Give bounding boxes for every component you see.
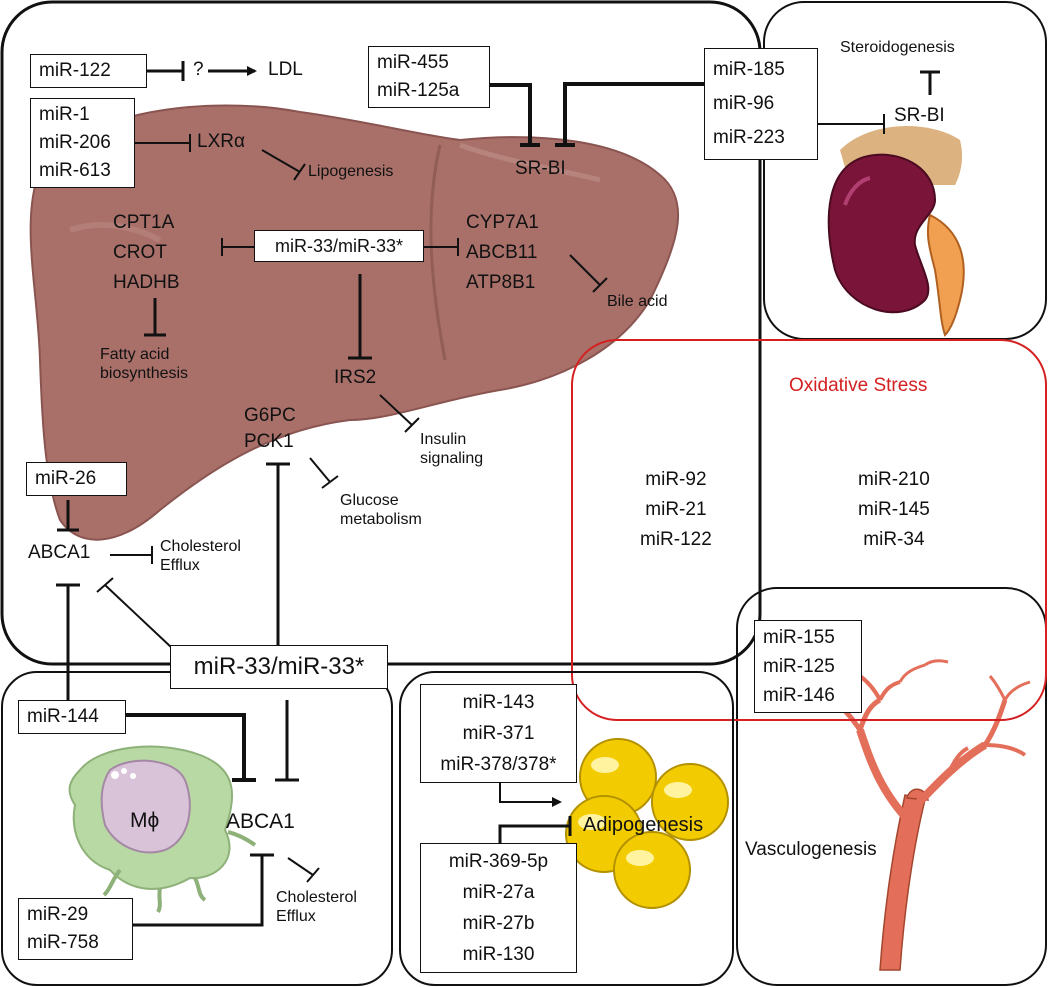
mir145-label: miR-145 [858, 499, 930, 520]
mir223-label: miR-223 [713, 127, 785, 148]
lipogenesis-label: Lipogenesis [308, 163, 394, 180]
gluconeogenesis-genes: G6PC PCK1 [244, 403, 296, 455]
cholesterol-efflux-liver-label: Cholesterol Efflux [160, 537, 241, 575]
mir33-center-label: miR-33/miR-33* [274, 236, 404, 256]
mir144-box: miR-144 [18, 700, 126, 734]
mir206-label: miR-206 [39, 132, 111, 153]
mir143-label: miR-143 [462, 692, 535, 713]
mir369-label: miR-369-5p [448, 851, 549, 872]
mir455-label: miR-455 [377, 52, 449, 73]
cholesterol-efflux-macrophage-label: Cholesterol Efflux [276, 888, 357, 926]
mir155-label: miR-155 [763, 627, 835, 648]
mir122-box: miR-122 [30, 54, 147, 88]
mir378-label: miR-378/378* [440, 754, 557, 775]
unknown-target-label: ? [193, 59, 204, 80]
vessel-panel-border [736, 587, 1047, 986]
glucose-line1: Glucose [340, 492, 399, 509]
irs2-label: IRS2 [334, 367, 377, 388]
cholesterol-liver-line1: Cholesterol [160, 538, 241, 555]
mir96-label: miR-96 [713, 93, 775, 114]
oxidative-stress-border [571, 339, 1047, 721]
mir1-label: miR-1 [39, 104, 90, 125]
fatty-acid-line1: Fatty acid [100, 346, 170, 363]
mir455-box: miR-455 miR-125a [368, 46, 490, 108]
mir122-stress-label: miR-122 [640, 529, 712, 550]
mir33-main-box: miR-33/miR-33* [170, 645, 388, 689]
fatty-acid-label: Fatty acid biosynthesis [100, 345, 188, 383]
mir185-label: miR-185 [713, 59, 785, 80]
insulin-line2: signaling [420, 450, 484, 468]
abca1-liver-label: ABCA1 [28, 542, 91, 563]
fatty-acid-genes: CPT1A CROT HADHB [113, 208, 180, 298]
macrophage-label: Mϕ [130, 809, 160, 832]
ldl-label: LDL [268, 59, 303, 80]
mir34-label: miR-34 [863, 529, 925, 550]
mir125a-label: miR-125a [377, 80, 460, 101]
connectors [56, 61, 940, 927]
macrophage-illustration [68, 745, 257, 913]
mir21-label: miR-21 [645, 499, 707, 520]
mir92-label: miR-92 [645, 469, 707, 490]
mir758-label: miR-758 [27, 932, 99, 953]
mir144-label: miR-144 [27, 706, 99, 727]
stress-mirs-col1: miR-92 miR-21 miR-122 [640, 465, 712, 555]
mir26-box: miR-26 [26, 462, 127, 496]
insulin-line1: Insulin [420, 431, 467, 448]
steroidogenesis-label: Steroidogenesis [840, 39, 955, 56]
adipogenesis-label: Adipogenesis [583, 814, 704, 836]
mir29-box: miR-29 miR-758 [18, 898, 133, 960]
pck1-label: PCK1 [244, 431, 294, 452]
mir26-label: miR-26 [35, 468, 97, 489]
abcb11-label: ABCB11 [466, 242, 538, 263]
mir185-box: miR-185 miR-96 miR-223 [704, 48, 818, 160]
abca1-macrophage-label: ABCA1 [226, 810, 295, 833]
cholesterol-mac-line1: Cholesterol [276, 889, 357, 906]
glucose-metabolism-label: Glucose metabolism [340, 491, 422, 529]
g6pc-label: G6PC [244, 405, 296, 426]
mir27a-label: miR-27a [462, 882, 535, 903]
vessel-illustration [813, 659, 1031, 971]
mir27b-label: miR-27b [462, 913, 535, 934]
mir210-label: miR-210 [858, 469, 930, 490]
mir143-box: miR-143 miR-371 miR-378/378* [420, 684, 577, 783]
stress-mirs-col2: miR-210 miR-145 miR-34 [858, 465, 930, 555]
mir613-label: miR-613 [39, 160, 111, 181]
mir33-main-label: miR-33/miR-33* [193, 653, 365, 680]
cyp7a1-label: CYP7A1 [466, 212, 539, 233]
crot-label: CROT [113, 242, 167, 263]
mir369-box: miR-369-5p miR-27a miR-27b miR-130 [420, 843, 577, 973]
srbi-kidney-label: SR-BI [894, 105, 945, 126]
fatty-acid-line2: biosynthesis [100, 365, 189, 383]
atp8b1-label: ATP8B1 [466, 272, 536, 293]
mir1-box: miR-1 miR-206 miR-613 [30, 98, 135, 188]
bile-genes: CYP7A1 ABCB11 ATP8B1 [466, 208, 539, 298]
mir146-label: miR-146 [763, 685, 835, 706]
kidney-illustration [827, 126, 965, 337]
mir371-label: miR-371 [462, 723, 535, 744]
oxidative-stress-title: Oxidative Stress [789, 375, 928, 396]
vessel-mir-box: miR-155 miR-125 miR-146 [754, 620, 862, 713]
mir122-label: miR-122 [39, 60, 111, 81]
lxra-label: LXRα [197, 131, 245, 152]
insulin-signaling-label: Insulin signaling [420, 430, 483, 468]
vasculogenesis-label: Vasculogenesis [745, 839, 877, 860]
mir29-label: miR-29 [27, 904, 89, 925]
cpt1a-label: CPT1A [113, 212, 175, 233]
mir130-label: miR-130 [462, 944, 535, 965]
mir125-label: miR-125 [763, 656, 835, 677]
hadhb-label: HADHB [113, 272, 180, 293]
adipose-panel-border [399, 671, 734, 986]
cholesterol-mac-line2: Efflux [276, 908, 316, 926]
cholesterol-liver-line2: Efflux [160, 557, 200, 575]
glucose-line2: metabolism [340, 511, 422, 529]
bile-acid-label: Bile acid [607, 293, 668, 310]
mir33-center-box: miR-33/miR-33* [254, 230, 424, 262]
srbi-liver-label: SR-BI [515, 158, 566, 179]
adipocyte-illustration [565, 738, 729, 909]
